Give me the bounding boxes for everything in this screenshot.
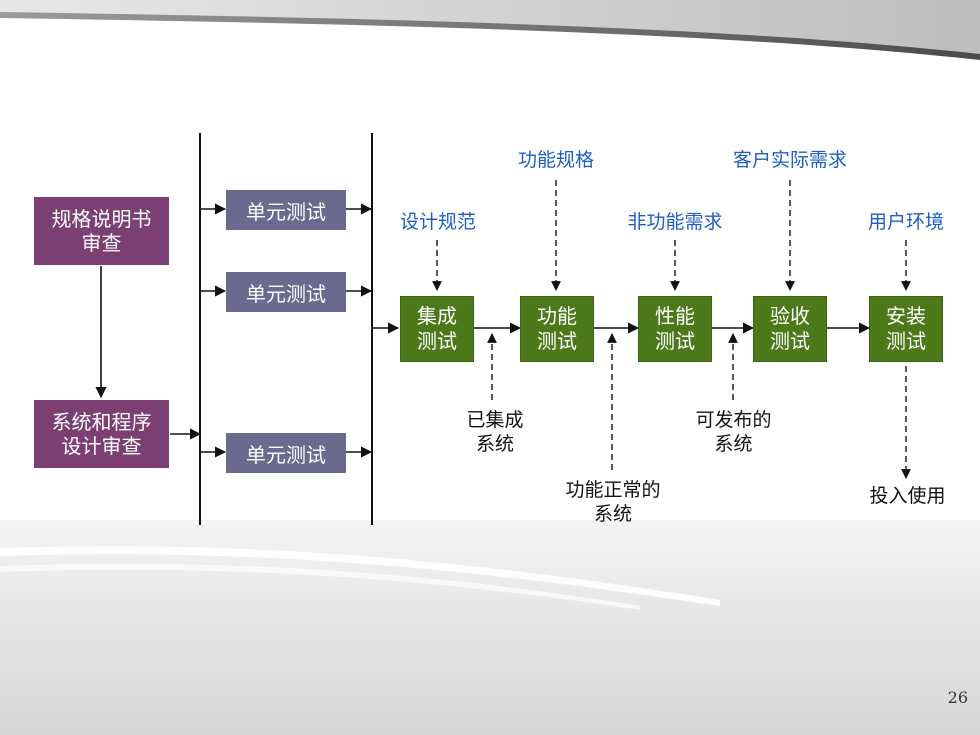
output-releasable-system: 可发布的 系统	[695, 409, 772, 455]
integration-test-box: 集成 测试	[400, 296, 474, 362]
input-nonfunctional-req: 非功能需求	[627, 211, 723, 233]
input-customer-req: 客户实际需求	[732, 149, 847, 171]
page-number: 26	[947, 688, 968, 707]
function-test-box: 功能 测试	[520, 296, 594, 362]
unit-test-box-1: 单元测试	[226, 190, 346, 230]
performance-test-box: 性能 测试	[638, 296, 712, 362]
slide-background-lower	[0, 520, 980, 735]
input-design-spec: 设计规范	[399, 211, 476, 233]
spec-review-box: 规格说明书 审查	[34, 197, 169, 265]
output-in-use: 投入使用	[869, 485, 946, 507]
acceptance-test-box: 验收 测试	[753, 296, 827, 362]
unit-test-box-3: 单元测试	[226, 433, 346, 473]
unit-test-box-2: 单元测试	[226, 272, 346, 312]
output-working-system: 功能正常的 系统	[565, 479, 661, 525]
output-integrated-system: 已集成 系统	[466, 409, 524, 455]
installation-test-box: 安装 测试	[869, 296, 943, 362]
input-function-spec: 功能规格	[517, 149, 594, 171]
input-user-env: 用户环境	[867, 211, 944, 233]
system-design-review-box: 系统和程序 设计审查	[34, 400, 169, 468]
